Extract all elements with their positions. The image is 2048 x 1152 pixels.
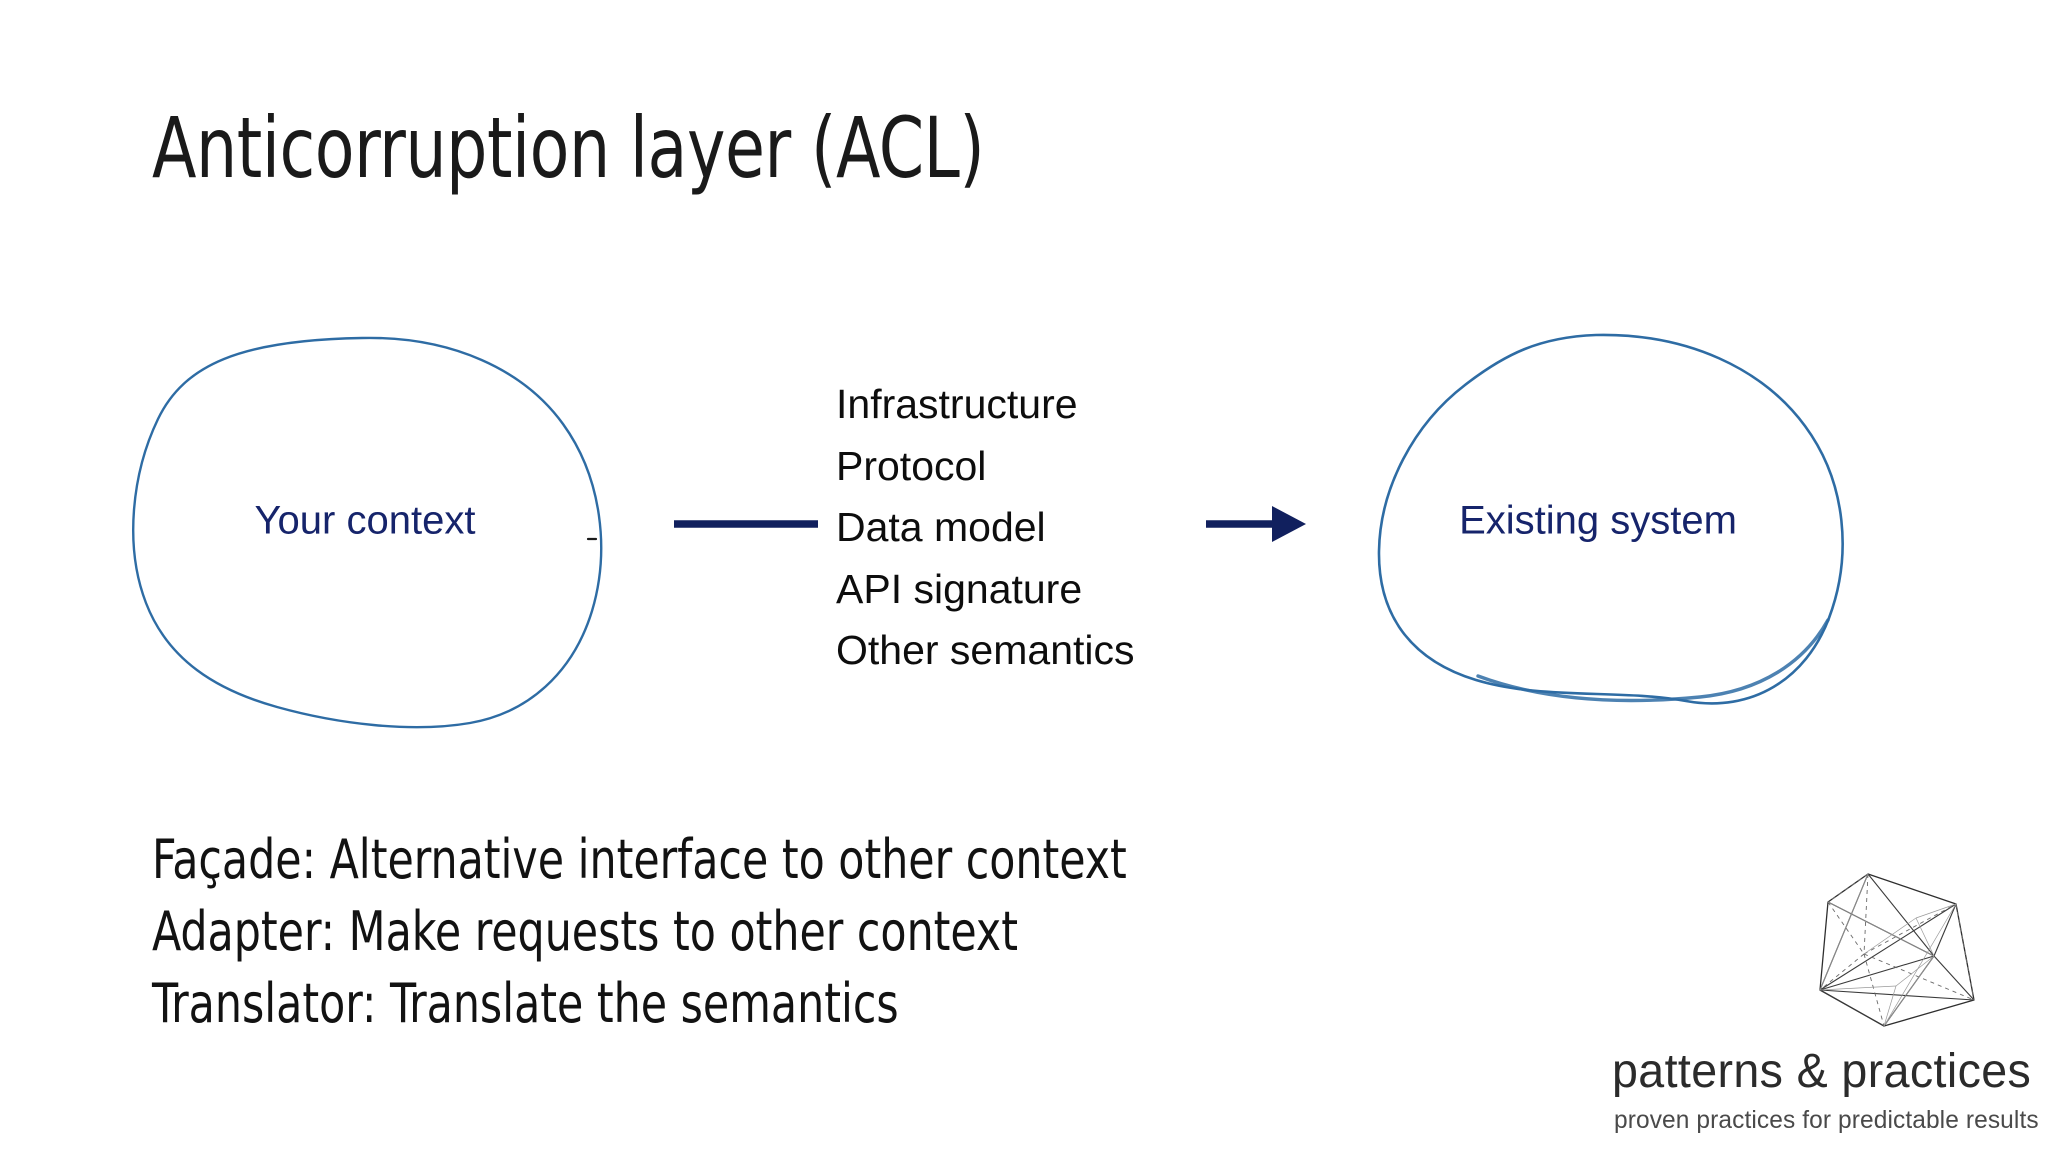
your-context-label: Your context (254, 498, 476, 543)
concern-item: Data model (836, 504, 1046, 550)
concern-item: API signature (836, 565, 1083, 612)
pattern-note-facade: Façade: Alternative interface to other c… (152, 828, 1127, 891)
your-context-blob[interactable] (132, 336, 603, 729)
concern-item: Protocol (836, 442, 987, 489)
patterns-and-practices-logo: patterns & practices proven practices fo… (1600, 858, 2040, 1142)
arrow-head (1272, 506, 1306, 542)
pattern-note-translator: Translator: Translate the semantics (152, 972, 899, 1035)
logo-tagline: proven practices for predictable results (1614, 1106, 2039, 1134)
pattern-notes-list: Façade: Alternative interface to other c… (152, 824, 1572, 1040)
page-title: Anticorruption layer (ACL) (152, 99, 985, 197)
pattern-note-adapter: Adapter: Make requests to other context (152, 900, 1018, 963)
wireframe-octahedron-icon (1819, 873, 1975, 1027)
concern-list: Infrastructure Protocol Data model API s… (836, 374, 1256, 682)
logo-wordmark: patterns & practices (1612, 1045, 2032, 1098)
concern-item: Other semantics (836, 627, 1135, 673)
existing-system-label: Existing system (1459, 498, 1737, 543)
concern-item: Infrastructure (836, 381, 1078, 427)
connector-arrow[interactable] (1206, 506, 1306, 542)
